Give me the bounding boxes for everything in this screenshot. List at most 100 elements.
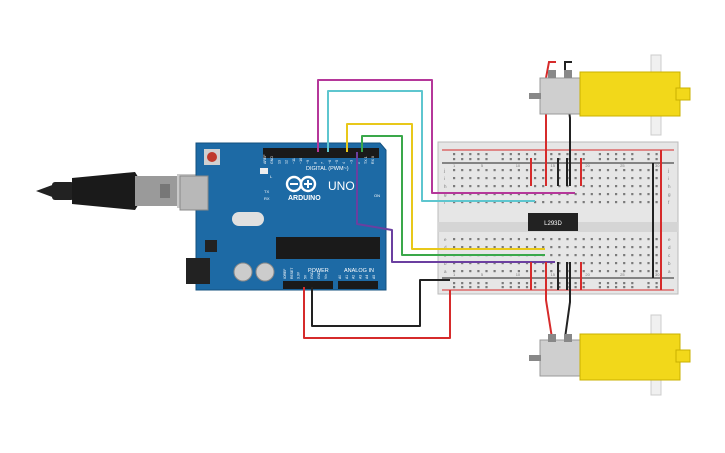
breadboard-hole[interactable] <box>631 193 634 196</box>
breadboard-hole[interactable] <box>566 193 569 196</box>
breadboard-hole[interactable] <box>509 158 512 161</box>
breadboard-hole[interactable] <box>550 193 553 196</box>
breadboard-hole[interactable] <box>453 262 456 265</box>
breadboard-hole[interactable] <box>550 169 553 172</box>
breadboard-hole[interactable] <box>509 246 512 249</box>
breadboard-hole[interactable] <box>501 270 504 273</box>
breadboard-hole[interactable] <box>655 262 658 265</box>
breadboard-hole[interactable] <box>550 286 553 289</box>
breadboard-hole[interactable] <box>655 246 658 249</box>
breadboard-hole[interactable] <box>598 185 601 188</box>
breadboard-hole[interactable] <box>534 286 537 289</box>
breadboard-hole[interactable] <box>582 153 585 156</box>
breadboard-hole[interactable] <box>558 193 561 196</box>
breadboard-hole[interactable] <box>598 238 601 241</box>
breadboard-hole[interactable] <box>542 262 545 265</box>
breadboard-hole[interactable] <box>647 246 650 249</box>
breadboard-hole[interactable] <box>623 254 626 257</box>
breadboard-hole[interactable] <box>525 158 529 161</box>
breadboard-hole[interactable] <box>550 177 553 180</box>
l293d-chip[interactable]: L293D <box>528 213 578 231</box>
breadboard-hole[interactable] <box>493 201 496 204</box>
breadboard-hole[interactable] <box>542 270 545 273</box>
breadboard-hole[interactable] <box>461 282 464 285</box>
breadboard-hole[interactable] <box>525 246 529 249</box>
breadboard-hole[interactable] <box>598 270 601 273</box>
breadboard-hole[interactable] <box>606 286 610 289</box>
breadboard-hole[interactable] <box>647 262 650 265</box>
breadboard-hole[interactable] <box>525 169 529 172</box>
breadboard-hole[interactable] <box>501 201 504 204</box>
breadboard-hole[interactable] <box>615 238 618 241</box>
wire-yellow[interactable] <box>346 123 545 250</box>
breadboard-hole[interactable] <box>558 185 561 188</box>
breadboard-hole[interactable] <box>606 246 610 249</box>
breadboard-hole[interactable] <box>647 169 650 172</box>
breadboard-hole[interactable] <box>525 201 529 204</box>
breadboard-hole[interactable] <box>623 177 626 180</box>
breadboard-hole[interactable] <box>598 262 601 265</box>
breadboard-hole[interactable] <box>582 185 585 188</box>
breadboard-hole[interactable] <box>558 177 561 180</box>
breadboard-hole[interactable] <box>574 246 577 249</box>
breadboard-hole[interactable] <box>461 185 464 188</box>
breadboard-hole[interactable] <box>558 201 561 204</box>
breadboard-hole[interactable] <box>582 238 585 241</box>
breadboard-hole[interactable] <box>582 262 585 265</box>
breadboard-hole[interactable] <box>485 185 488 188</box>
breadboard-hole[interactable] <box>517 169 520 172</box>
breadboard-hole[interactable] <box>477 153 480 156</box>
breadboard-hole[interactable] <box>574 193 577 196</box>
breadboard-hole[interactable] <box>574 169 577 172</box>
breadboard-hole[interactable] <box>542 169 545 172</box>
breadboard-hole[interactable] <box>639 270 642 273</box>
breadboard-hole[interactable] <box>598 169 601 172</box>
breadboard-hole[interactable] <box>558 158 561 161</box>
dc-motor-bottom[interactable] <box>529 314 691 396</box>
breadboard-hole[interactable] <box>477 158 480 161</box>
breadboard-hole[interactable] <box>517 286 520 289</box>
breadboard-hole[interactable] <box>655 254 658 257</box>
breadboard-hole[interactable] <box>509 169 512 172</box>
breadboard-hole[interactable] <box>631 185 634 188</box>
breadboard-hole[interactable] <box>574 254 577 257</box>
breadboard-hole[interactable] <box>631 246 634 249</box>
breadboard-hole[interactable] <box>615 286 618 289</box>
breadboard-hole[interactable] <box>461 286 464 289</box>
breadboard-hole[interactable] <box>598 282 601 285</box>
breadboard-hole[interactable] <box>558 282 561 285</box>
breadboard-hole[interactable] <box>493 169 496 172</box>
breadboard-hole[interactable] <box>461 246 464 249</box>
breadboard-hole[interactable] <box>534 153 537 156</box>
breadboard-hole[interactable] <box>631 153 634 156</box>
breadboard-hole[interactable] <box>453 282 456 285</box>
breadboard-hole[interactable] <box>574 201 577 204</box>
breadboard-hole[interactable] <box>453 193 456 196</box>
breadboard-hole[interactable] <box>590 185 593 188</box>
breadboard-hole[interactable] <box>525 270 529 273</box>
breadboard-hole[interactable] <box>469 177 472 180</box>
breadboard-hole[interactable] <box>606 270 610 273</box>
breadboard-hole[interactable] <box>517 262 520 265</box>
breadboard-hole[interactable] <box>453 185 456 188</box>
breadboard-hole[interactable] <box>582 193 585 196</box>
breadboard-hole[interactable] <box>461 153 464 156</box>
breadboard-hole[interactable] <box>453 270 456 273</box>
breadboard-hole[interactable] <box>574 286 577 289</box>
breadboard-hole[interactable] <box>534 246 537 249</box>
breadboard-hole[interactable] <box>550 185 553 188</box>
breadboard-hole[interactable] <box>517 158 520 161</box>
breadboard-hole[interactable] <box>647 270 650 273</box>
breadboard-hole[interactable] <box>615 153 618 156</box>
breadboard-hole[interactable] <box>550 238 553 241</box>
breadboard-hole[interactable] <box>655 238 658 241</box>
breadboard-hole[interactable] <box>525 177 529 180</box>
breadboard-hole[interactable] <box>469 158 472 161</box>
breadboard-hole[interactable] <box>655 201 658 204</box>
breadboard-hole[interactable] <box>501 169 504 172</box>
breadboard-hole[interactable] <box>647 286 650 289</box>
breadboard-hole[interactable] <box>582 254 585 257</box>
breadboard-hole[interactable] <box>534 185 537 188</box>
breadboard-hole[interactable] <box>461 238 464 241</box>
breadboard-hole[interactable] <box>517 185 520 188</box>
